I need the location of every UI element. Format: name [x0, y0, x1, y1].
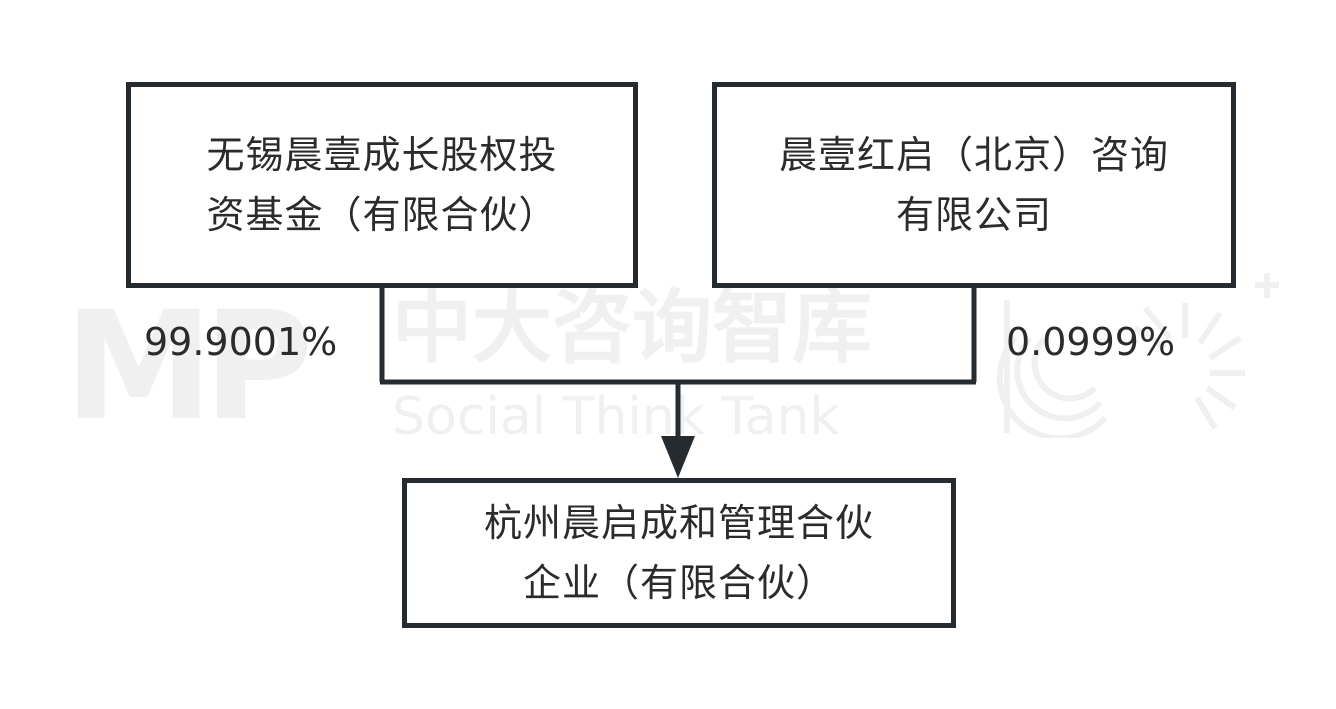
shareholder-box-left: 无锡晨壹成长股权投 资基金（有限合伙）: [126, 82, 638, 288]
shareholder-box-right: 晨壹红启（北京）咨询 有限公司: [712, 82, 1236, 288]
share-percentage-left: 99.9001%: [144, 320, 338, 364]
target-company-box: 杭州晨启成和管理合伙 企业（有限合伙）: [402, 478, 956, 628]
shareholder-left-name-line1: 无锡晨壹成长股权投: [206, 133, 558, 177]
share-percentage-right: 0.0999%: [1006, 320, 1176, 364]
shareholder-right-name-line2: 有限公司: [895, 193, 1052, 237]
arrow-head-icon: [661, 436, 695, 478]
shareholder-left-name-line2: 资基金（有限合伙）: [206, 193, 558, 237]
target-company-name-line2: 企业（有限合伙）: [522, 561, 835, 605]
target-company-name-line1: 杭州晨启成和管理合伙: [483, 501, 874, 545]
shareholder-right-name-line1: 晨壹红启（北京）咨询: [778, 133, 1169, 177]
